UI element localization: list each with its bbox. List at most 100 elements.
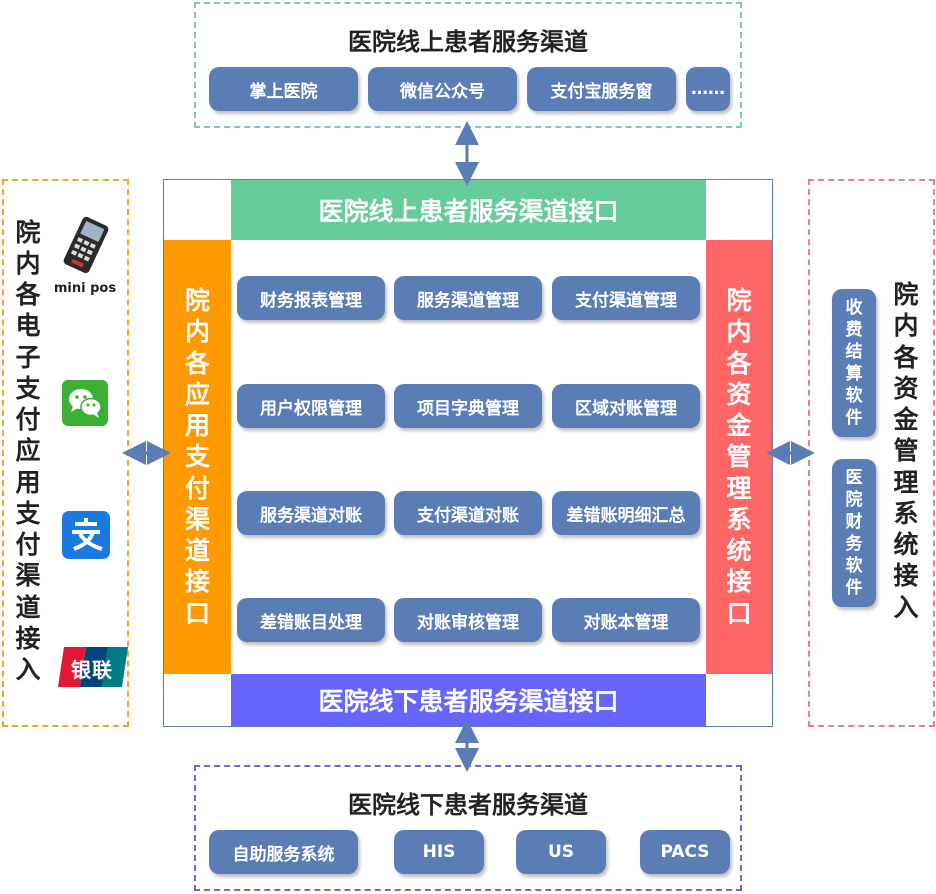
vertical-char: 金 [726, 411, 752, 441]
vertical-char: 算 [845, 364, 863, 384]
vertical-char: 各 [893, 342, 919, 372]
module-item[interactable]: 支付渠道对账 [394, 491, 542, 535]
vertical-char: 院 [726, 286, 752, 316]
module-item[interactable]: 差错账目处理 [237, 598, 385, 642]
vertical-char: 系 [893, 498, 919, 528]
payment-access-box: 院内各电子支付应用支付渠道接入 mini pos [2, 179, 129, 727]
vertical-char: 付 [184, 473, 210, 503]
online-interface-band: 医院线上患者服务渠道接口 [231, 180, 706, 240]
vertical-char: 内 [726, 317, 752, 347]
vertical-char: 应 [184, 379, 210, 409]
vertical-char: 内 [893, 311, 919, 341]
vertical-char: 道 [184, 536, 210, 566]
app-payment-interface-band: 院内各应用支付渠道接口 [164, 240, 231, 674]
vertical-char: 用 [15, 467, 41, 497]
channel-item-pacs[interactable]: PACS [640, 830, 730, 874]
vertical-char: 各 [184, 348, 210, 378]
pos-label: mini pos [53, 281, 117, 296]
vertical-char: 院 [184, 286, 210, 316]
module-item[interactable]: 支付渠道管理 [552, 276, 700, 320]
vertical-char: 系 [726, 504, 752, 534]
module-item[interactable]: 区域对账管理 [552, 384, 700, 428]
pos-terminal-icon [63, 216, 109, 274]
module-item[interactable]: 服务渠道管理 [394, 276, 542, 320]
vertical-char: 口 [184, 598, 210, 628]
vertical-char: 资 [893, 373, 919, 403]
vertical-char: 院 [845, 489, 863, 510]
fund-system-interface-band: 院内各资金管理系统接口 [706, 240, 772, 674]
fund-management-title: 院内各资金管理系统接入 [886, 271, 926, 631]
vertical-char: 统 [893, 530, 919, 560]
vertical-char: 子 [15, 342, 41, 372]
channel-item-more[interactable]: …… [686, 67, 730, 111]
vertical-char: 应 [15, 436, 41, 466]
vertical-char: 院 [15, 217, 41, 247]
vertical-char: 软 [845, 556, 863, 577]
payment-access-title: 院内各电子支付应用支付渠道接入 [8, 211, 48, 691]
vertical-char: 统 [726, 536, 752, 566]
channel-item-self-service[interactable]: 自助服务系统 [209, 830, 358, 874]
vertical-char: 接 [726, 567, 752, 597]
vertical-char: 用 [184, 411, 210, 441]
module-item[interactable]: 服务渠道对账 [237, 491, 385, 535]
channel-item-alipay-window[interactable]: 支付宝服务窗 [527, 67, 676, 111]
vertical-char: 支 [15, 498, 41, 528]
module-item[interactable]: 项目字典管理 [394, 384, 542, 428]
vertical-char: 理 [726, 473, 752, 503]
channel-item-us[interactable]: US [516, 830, 606, 874]
vertical-char: 电 [15, 311, 41, 341]
vertical-char: 支 [15, 373, 41, 403]
offline-channel-title: 医院线下患者服务渠道 [348, 791, 588, 819]
vertical-char: 道 [15, 592, 41, 622]
vertical-char: 接 [15, 623, 41, 653]
unionpay-label: 银联 [71, 658, 113, 682]
vertical-char: 金 [893, 405, 919, 435]
vertical-char: 付 [15, 530, 41, 560]
channel-item-mobile-hospital[interactable]: 掌上医院 [209, 67, 358, 111]
channel-item-his[interactable]: HIS [394, 830, 484, 874]
vertical-char: 各 [726, 348, 752, 378]
vertical-char: 务 [845, 534, 863, 554]
vertical-char: 各 [15, 280, 41, 310]
unionpay-icon: 银联 [54, 643, 130, 691]
wechat-icon [62, 380, 108, 426]
vertical-char: 件 [845, 578, 863, 599]
module-item[interactable]: 对账本管理 [552, 598, 700, 642]
module-item[interactable]: 差错账明细汇总 [552, 491, 700, 535]
vertical-char: 口 [726, 598, 752, 628]
vertical-char: 接 [184, 567, 210, 597]
vertical-char: 费 [845, 319, 863, 340]
channel-item-wechat-account[interactable]: 微信公众号 [368, 67, 517, 111]
hospital-finance-software[interactable]: 医院财务软件 [832, 459, 876, 607]
fund-management-box: 收费结算软件 医院财务软件 院内各资金管理系统接入 [808, 179, 935, 727]
vertical-char: 入 [893, 592, 919, 622]
vertical-char: 渠 [15, 561, 41, 591]
offline-interface-band: 医院线下患者服务渠道接口 [231, 674, 706, 726]
vertical-char: 收 [845, 297, 863, 318]
module-item[interactable]: 用户权限管理 [237, 384, 385, 428]
vertical-char: 接 [893, 561, 919, 591]
vertical-char: 内 [184, 317, 210, 347]
vertical-char: 资 [726, 379, 752, 409]
vertical-char: 院 [893, 280, 919, 310]
vertical-char: 渠 [184, 504, 210, 534]
vertical-char: 管 [726, 442, 752, 472]
center-frame: 医院线上患者服务渠道接口 医院线下患者服务渠道接口 院内各应用支付渠道接口 院内… [163, 179, 773, 727]
vertical-char: 管 [893, 436, 919, 466]
vertical-char: 件 [845, 408, 863, 429]
online-channel-box: 医院线上患者服务渠道 掌上医院 微信公众号 支付宝服务窗 …… [194, 2, 742, 128]
vertical-char: 内 [15, 248, 41, 278]
vertical-char: 结 [845, 341, 863, 362]
vertical-char: 入 [15, 655, 41, 685]
vertical-char: 软 [845, 386, 863, 407]
vertical-char: 财 [845, 511, 863, 532]
vertical-char: 支 [184, 442, 210, 472]
module-item[interactable]: 对账审核管理 [394, 598, 542, 642]
vertical-char: 付 [15, 405, 41, 435]
vertical-char: 医 [845, 467, 863, 488]
charge-settlement-software[interactable]: 收费结算软件 [832, 289, 876, 437]
module-item[interactable]: 财务报表管理 [237, 276, 385, 320]
vertical-char: 理 [893, 467, 919, 497]
online-channel-title: 医院线上患者服务渠道 [348, 28, 588, 56]
